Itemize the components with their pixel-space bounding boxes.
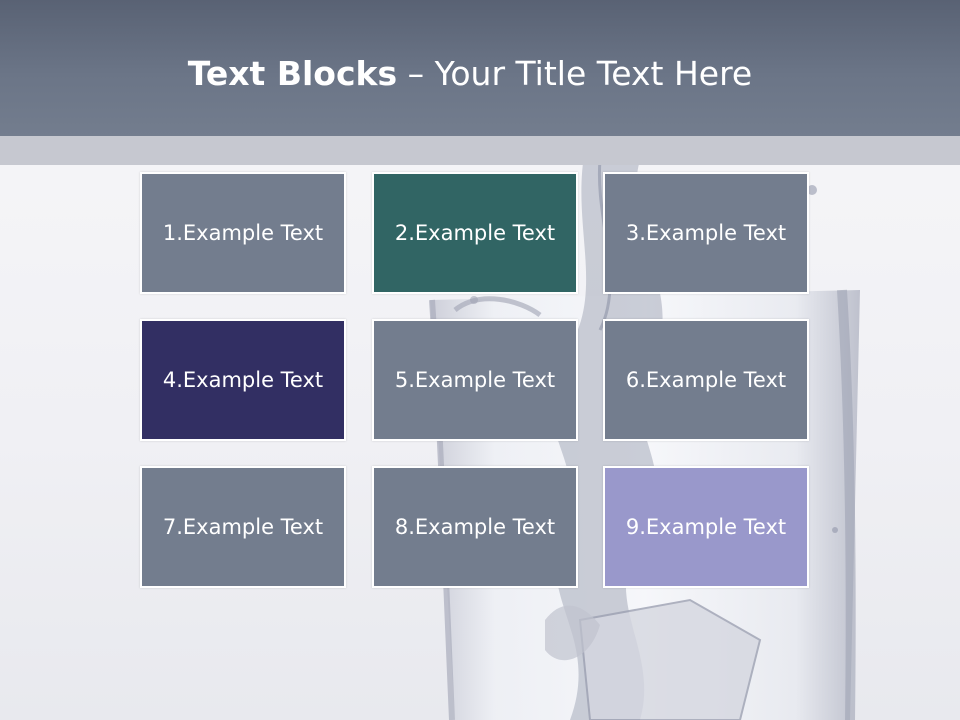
text-block-3[interactable]: 3.Example Text (603, 172, 809, 294)
header-band (0, 136, 960, 165)
text-block-5[interactable]: 5.Example Text (372, 319, 578, 441)
text-block-4[interactable]: 4.Example Text (140, 319, 346, 441)
slide-title-rest: – Your Title Text Here (397, 54, 753, 93)
text-block-6[interactable]: 6.Example Text (603, 319, 809, 441)
text-block-7[interactable]: 7.Example Text (140, 466, 346, 588)
text-block-1[interactable]: 1.Example Text (140, 172, 346, 294)
text-block-9[interactable]: 9.Example Text (603, 466, 809, 588)
header-bar: Text Blocks – Your Title Text Here (0, 0, 960, 136)
text-block-2[interactable]: 2.Example Text (372, 172, 578, 294)
text-block-8[interactable]: 8.Example Text (372, 466, 578, 588)
slide-title-bold: Text Blocks (187, 54, 398, 93)
slide-title: Text Blocks – Your Title Text Here (0, 52, 940, 96)
